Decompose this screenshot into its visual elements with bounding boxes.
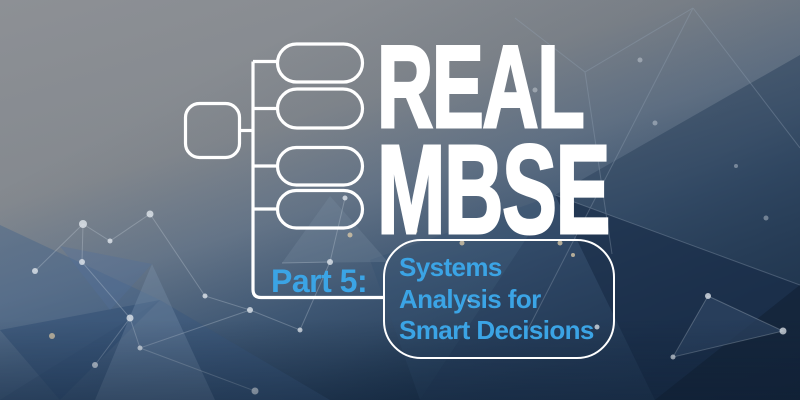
tree-child-node [275, 42, 365, 84]
part-label: Part 5: [271, 263, 368, 299]
title-line-2: MBSE [376, 119, 611, 260]
subtitle-box: Systems Analysis for Smart Decisions [383, 239, 615, 359]
subtitle-line-3: Smart Decisions [399, 315, 594, 345]
subtitle-line-1: Systems [399, 252, 502, 282]
tree-child-node [275, 188, 365, 230]
tree-root-node [183, 101, 242, 160]
title-line-1: REAL [376, 21, 586, 152]
tree-child-node [275, 145, 365, 187]
subtitle-line-2: Analysis for [399, 283, 541, 314]
tree-child-node [275, 87, 365, 130]
